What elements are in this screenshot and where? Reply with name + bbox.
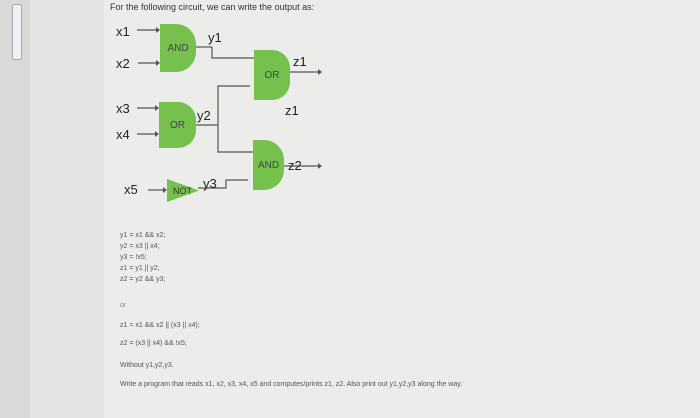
- input-x3-label: x3: [116, 101, 130, 116]
- and-gate-y1: AND: [160, 24, 196, 72]
- left-sidebar: [0, 0, 30, 418]
- equation-y2: y2 = x3 || x4;: [120, 243, 160, 250]
- input-x1-label: x1: [116, 24, 130, 39]
- or-separator: or: [120, 302, 127, 309]
- intro-text: For the following circuit, we can write …: [110, 2, 315, 12]
- wire-y3-label: y3: [203, 176, 217, 191]
- input-x4-label: x4: [116, 127, 130, 142]
- equation-y1: y1 = x1 && x2;: [120, 232, 166, 239]
- equation-z2-direct: z2 = (x3 || x4) && !x5;: [120, 340, 187, 347]
- content-panel: [104, 0, 700, 418]
- equation-z2: z2 = y2 && y3;: [120, 276, 166, 283]
- or-gate-y2: OR: [159, 102, 196, 148]
- wire-y1-label: y1: [208, 30, 222, 45]
- sidebar-tab[interactable]: [12, 4, 22, 60]
- output-z1-secondary-label: z1: [285, 103, 299, 118]
- output-z2-label: z2: [288, 158, 302, 173]
- without-note: Without y1,y2,y3.: [120, 362, 174, 369]
- equation-z1-direct: z1 = x1 && x2 || (x3 || x4);: [120, 322, 200, 329]
- equation-y3: y3 = !x5;: [120, 254, 147, 261]
- input-x2-label: x2: [116, 56, 130, 71]
- task-description: Write a program that reads x1, x2, x3, x…: [120, 381, 463, 388]
- input-x5-label: x5: [124, 182, 138, 197]
- or-gate-z1: OR: [254, 50, 290, 100]
- equation-z1: z1 = y1 || y2;: [120, 265, 160, 272]
- output-z1-label: z1: [293, 54, 307, 69]
- wire-y2-label: y2: [197, 108, 211, 123]
- and-gate-z2: AND: [253, 140, 284, 190]
